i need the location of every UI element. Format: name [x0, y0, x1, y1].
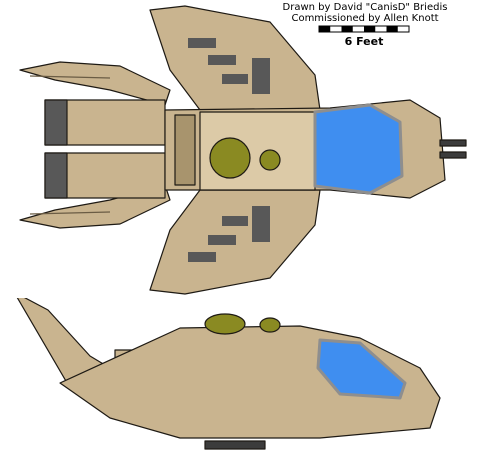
scale-bar [318, 25, 410, 33]
under-gun [204, 440, 266, 450]
scale-label: 6 Feet [344, 35, 384, 48]
credit-commissioned-by: Commissioned by Allen Knott [291, 13, 439, 24]
credit-drawn-by: Drawn by David "CanisD" Briedis [282, 2, 448, 13]
dome-side-large [204, 313, 246, 335]
rear-wing-upper [19, 61, 171, 106]
dome-side-small [259, 317, 281, 333]
sensor-dome-small [259, 149, 281, 171]
canopy-side [316, 338, 407, 400]
sensor-dome-large [209, 137, 251, 179]
top-view-drawing [19, 5, 467, 295]
side-view-drawing [16, 298, 441, 450]
canopy-top [313, 103, 404, 195]
nose-gun-lower [439, 151, 467, 159]
credits-block: Drawn by David "CanisD" Briedis Commissi… [252, 2, 478, 24]
nose-gun-upper [439, 139, 467, 147]
